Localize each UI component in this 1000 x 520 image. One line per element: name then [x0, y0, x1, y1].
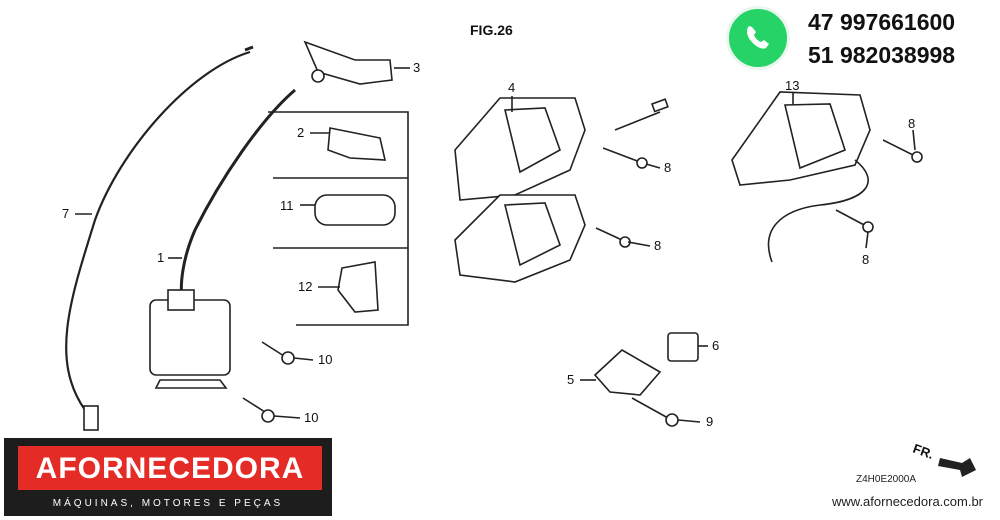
cap-11 [314, 194, 396, 226]
callout-8a: 8 [664, 160, 671, 175]
cap-options-box [268, 111, 409, 326]
ignition-coil-1 [149, 299, 231, 376]
whatsapp-icon[interactable] [726, 6, 790, 70]
bolt-10-a [261, 341, 285, 357]
phone-number-2[interactable]: 51 982038998 [808, 42, 956, 68]
bolt-8-a [602, 147, 641, 163]
callout-7: 7 [62, 206, 69, 221]
high-tension-lead [179, 88, 296, 301]
callout-2: 2 [297, 125, 304, 140]
brand-tagline: MÁQUINAS, MOTORES E PEÇAS [52, 498, 284, 509]
bolt-8-b [595, 227, 623, 241]
phone-number-1[interactable]: 47 997661600 [808, 9, 956, 35]
brand-name: AFORNECEDORA [35, 452, 305, 485]
callout-12: 12 [298, 279, 312, 294]
callout-5: 5 [567, 372, 574, 387]
callout-9: 9 [706, 414, 713, 429]
connector-6 [667, 332, 699, 362]
bolt-8-d [835, 209, 867, 227]
callout-1: 1 [157, 250, 164, 265]
brand-logo: AFORNECEDORA [18, 446, 322, 490]
callout-13: 13 [785, 78, 799, 93]
charge-coil-4 [454, 97, 586, 201]
callout-6: 6 [712, 338, 719, 353]
callout-8d: 8 [862, 252, 869, 267]
callout-10a: 10 [318, 352, 332, 367]
callout-3: 3 [413, 60, 420, 75]
cap-12 [337, 261, 379, 313]
contact-phones: 47 997661600 51 982038998 [808, 6, 955, 72]
callout-4: 4 [508, 80, 515, 95]
ground-terminal [83, 405, 99, 431]
callout-8c: 8 [908, 116, 915, 131]
brand-banner[interactable]: AFORNECEDORA MÁQUINAS, MOTORES E PEÇAS [4, 438, 332, 516]
callout-11: 11 [280, 198, 294, 213]
front-arrow-icon [938, 458, 976, 477]
figure-title: FIG.26 [470, 22, 513, 38]
website-link[interactable]: www.afornecedora.com.br [832, 494, 984, 509]
drawing-code: Z4H0E2000A [856, 474, 917, 485]
exciter-lead [767, 159, 869, 263]
bracket-5 [593, 349, 662, 396]
ground-wire-7 [65, 50, 251, 411]
front-direction-label: FR. [911, 441, 936, 462]
charge-coil-lower [454, 194, 586, 283]
callout-8b: 8 [654, 238, 661, 253]
bolt-8-c [882, 139, 916, 157]
cap-2 [327, 127, 387, 161]
bolt-9 [631, 397, 669, 419]
bolt-10-b [242, 397, 266, 413]
exciter-coil-13 [731, 91, 871, 186]
callout-10b: 10 [304, 410, 318, 425]
